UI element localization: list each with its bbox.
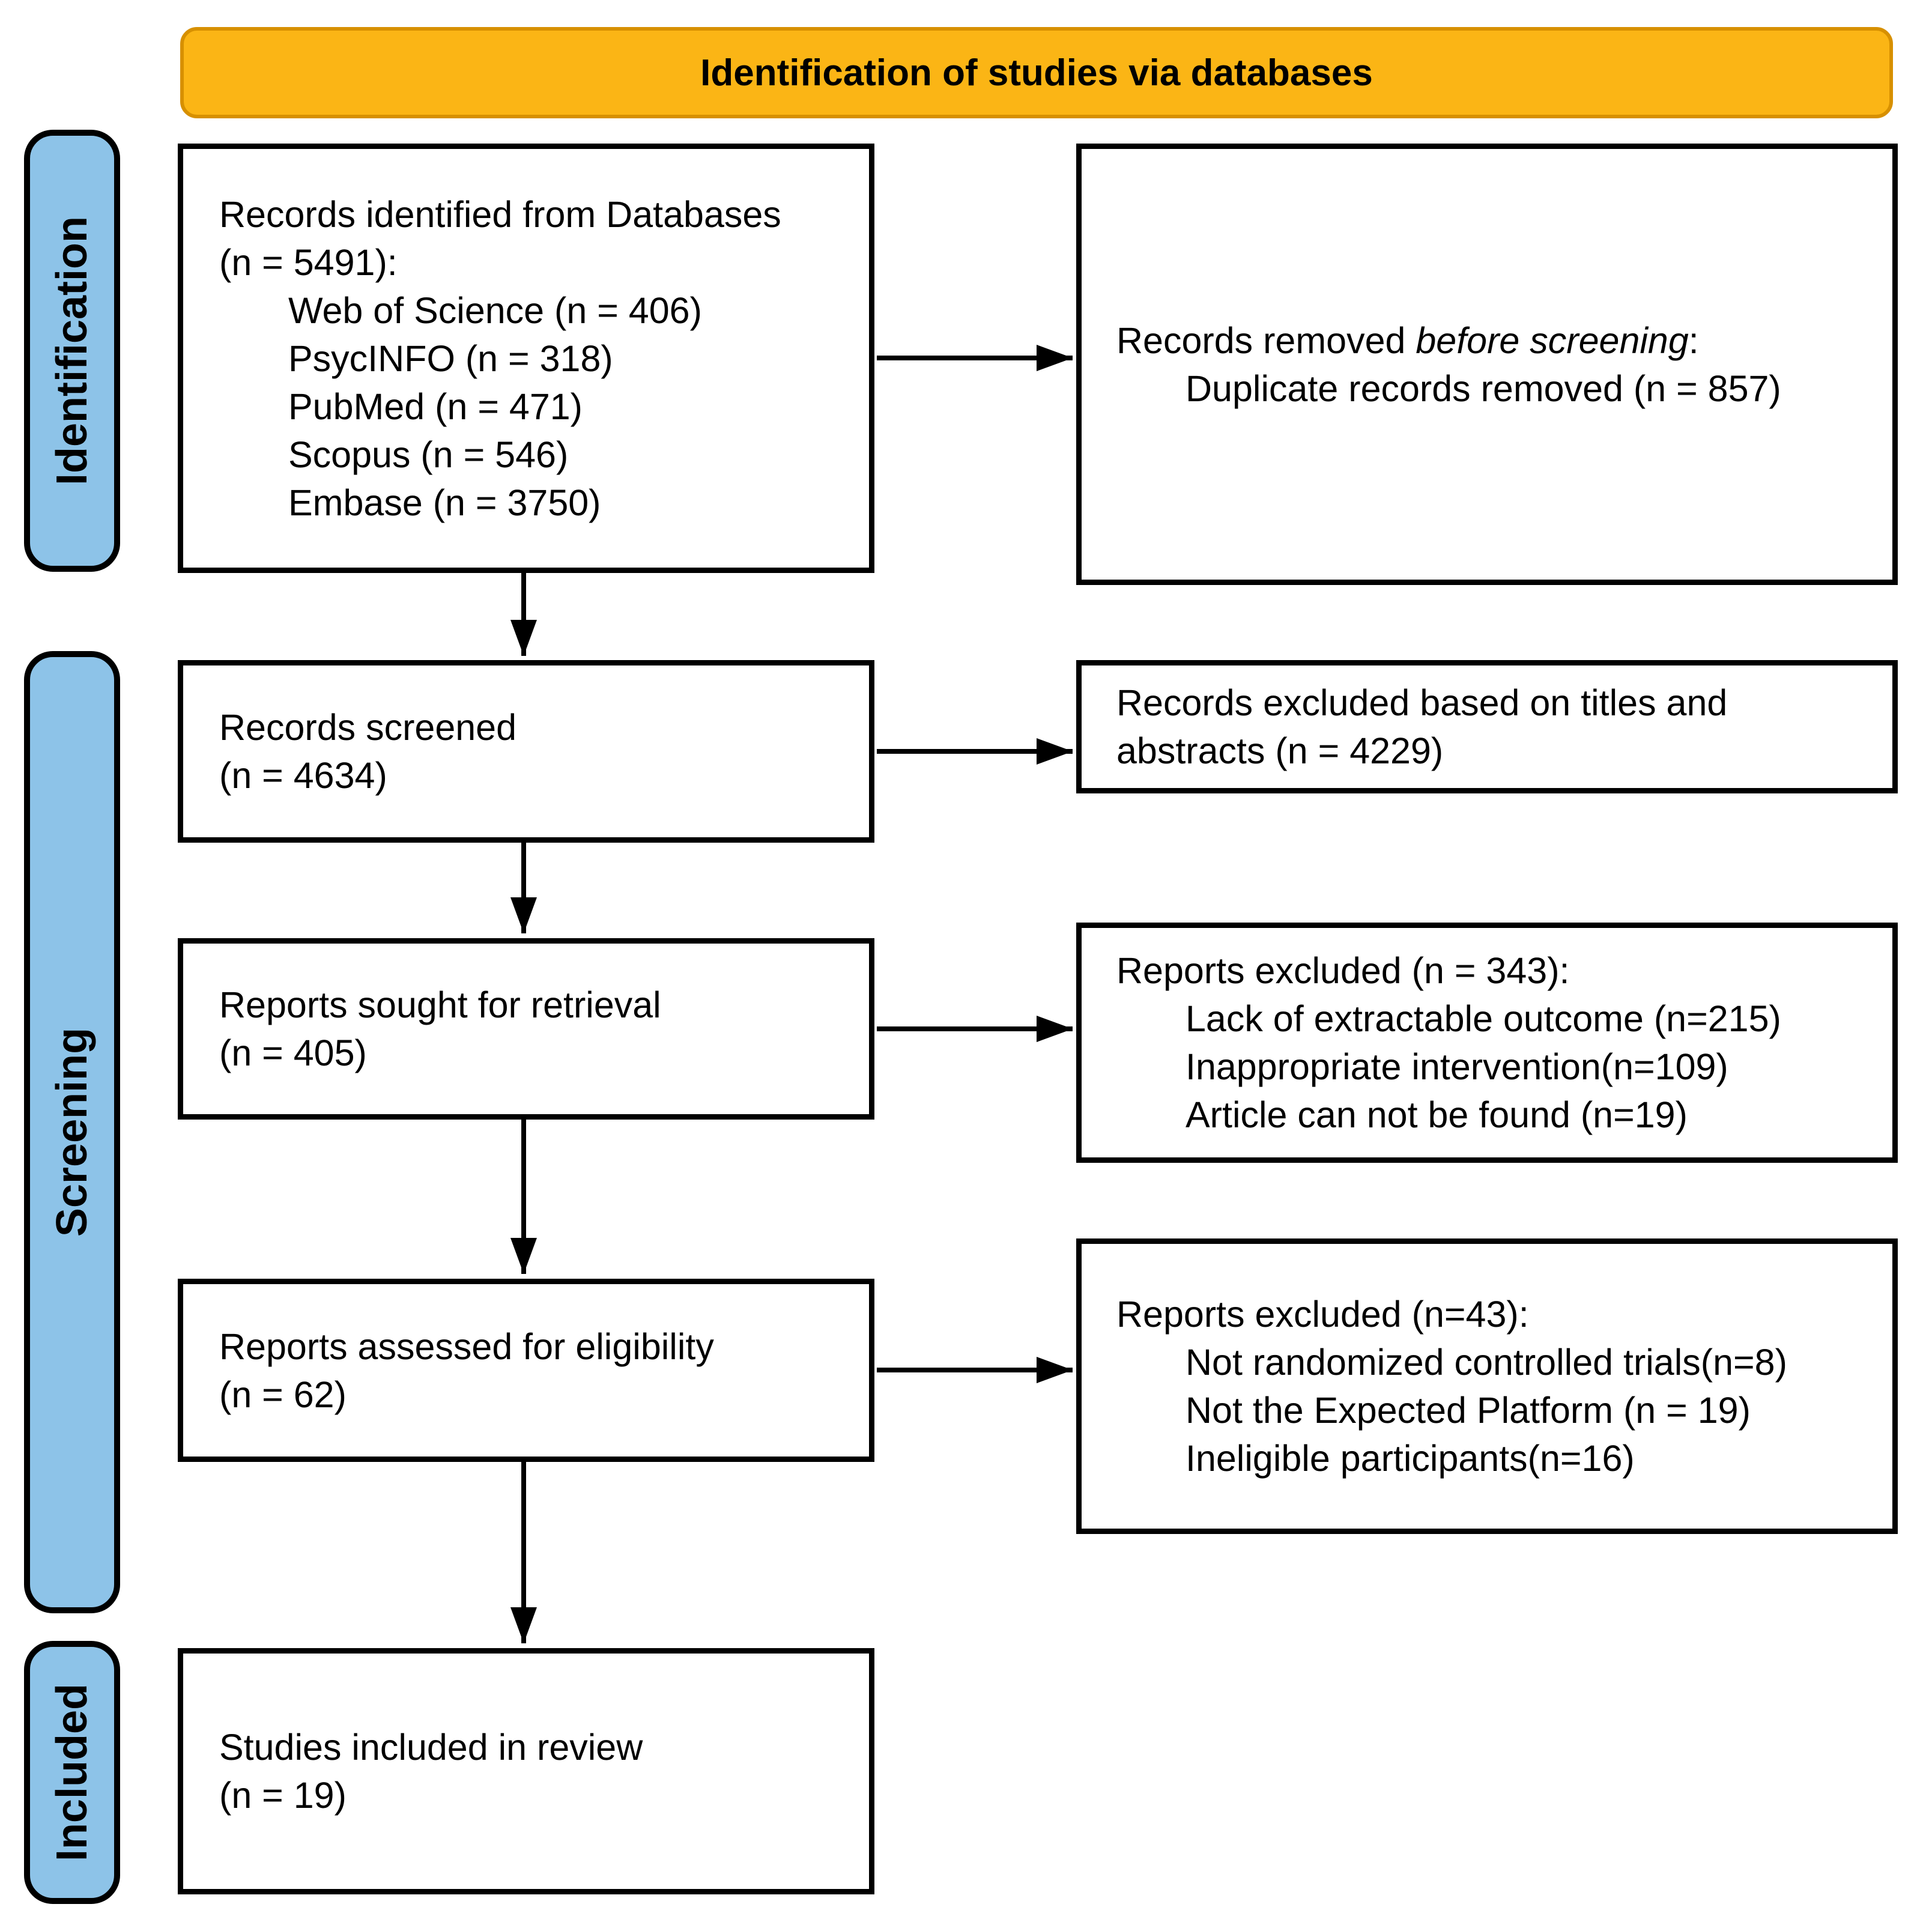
box-records-screened: Records screened (n = 4634) [178,660,874,843]
eligibility-excluded-item: Ineligible participants(n=16) [1186,1438,1635,1479]
eligibility-excluded-item: Not the Expected Platform (n = 19) [1186,1390,1751,1431]
reports-excluded-item: Inappropriate intervention(n=109) [1186,1046,1728,1087]
records-screened-line2: (n = 4634) [219,755,387,796]
box-studies-included: Studies included in review (n = 19) [178,1648,874,1894]
database-item: Web of Science (n = 406) [288,290,702,331]
records-identified-line2: (n = 5491): [219,241,398,283]
box-reports-excluded: Reports excluded (n = 343): Lack of extr… [1076,923,1898,1163]
box-records-removed: Records removed before screening: Duplic… [1076,144,1898,585]
stage-tab-screening-label: Screening [48,1027,96,1237]
database-item: PsycINFO (n = 318) [288,338,613,379]
box-reports-sought: Reports sought for retrieval (n = 405) [178,938,874,1120]
box-records-identified: Records identified from Databases (n = 5… [178,144,874,573]
records-excluded-line2: abstracts (n = 4229) [1116,730,1444,771]
diagram-title-banner: Identification of studies via databases [180,27,1893,118]
records-removed-line1: Records removed before screening: [1116,320,1699,361]
before-screening-emphasis: before screening [1416,320,1689,361]
stage-tab-included: Included [24,1641,120,1904]
reports-assessed-line2: (n = 62) [219,1374,347,1415]
records-excluded-line1: Records excluded based on titles and [1116,682,1728,723]
removed-item: Duplicate records removed (n = 857) [1186,368,1781,409]
diagram-title: Identification of studies via databases [700,52,1373,94]
eligibility-excluded-line1: Reports excluded (n=43): [1116,1294,1529,1335]
stage-tab-screening: Screening [24,651,120,1613]
reports-excluded-item: Article can not be found (n=19) [1186,1094,1688,1135]
box-reports-excluded-eligibility: Reports excluded (n=43): Not randomized … [1076,1238,1898,1534]
reports-assessed-line1: Reports assessed for eligibility [219,1326,714,1367]
stage-tab-identification-label: Identification [48,216,96,485]
database-item: PubMed (n = 471) [288,386,583,427]
studies-included-line1: Studies included in review [219,1727,643,1768]
reports-excluded-line1: Reports excluded (n = 343): [1116,950,1570,991]
box-records-excluded-titles: Records excluded based on titles and abs… [1076,660,1898,793]
stage-tab-included-label: Included [48,1683,97,1862]
box-reports-assessed: Reports assessed for eligibility (n = 62… [178,1279,874,1462]
database-item: Scopus (n = 546) [288,434,569,475]
records-screened-line1: Records screened [219,707,517,748]
studies-included-line2: (n = 19) [219,1775,347,1816]
reports-sought-line1: Reports sought for retrieval [219,984,661,1025]
reports-sought-line2: (n = 405) [219,1032,367,1073]
database-item: Embase (n = 3750) [288,482,601,523]
eligibility-excluded-item: Not randomized controlled trials(n=8) [1186,1342,1787,1383]
reports-excluded-item: Lack of extractable outcome (n=215) [1186,998,1781,1039]
stage-tab-identification: Identification [24,130,120,572]
records-identified-line1: Records identified from Databases [219,193,781,235]
